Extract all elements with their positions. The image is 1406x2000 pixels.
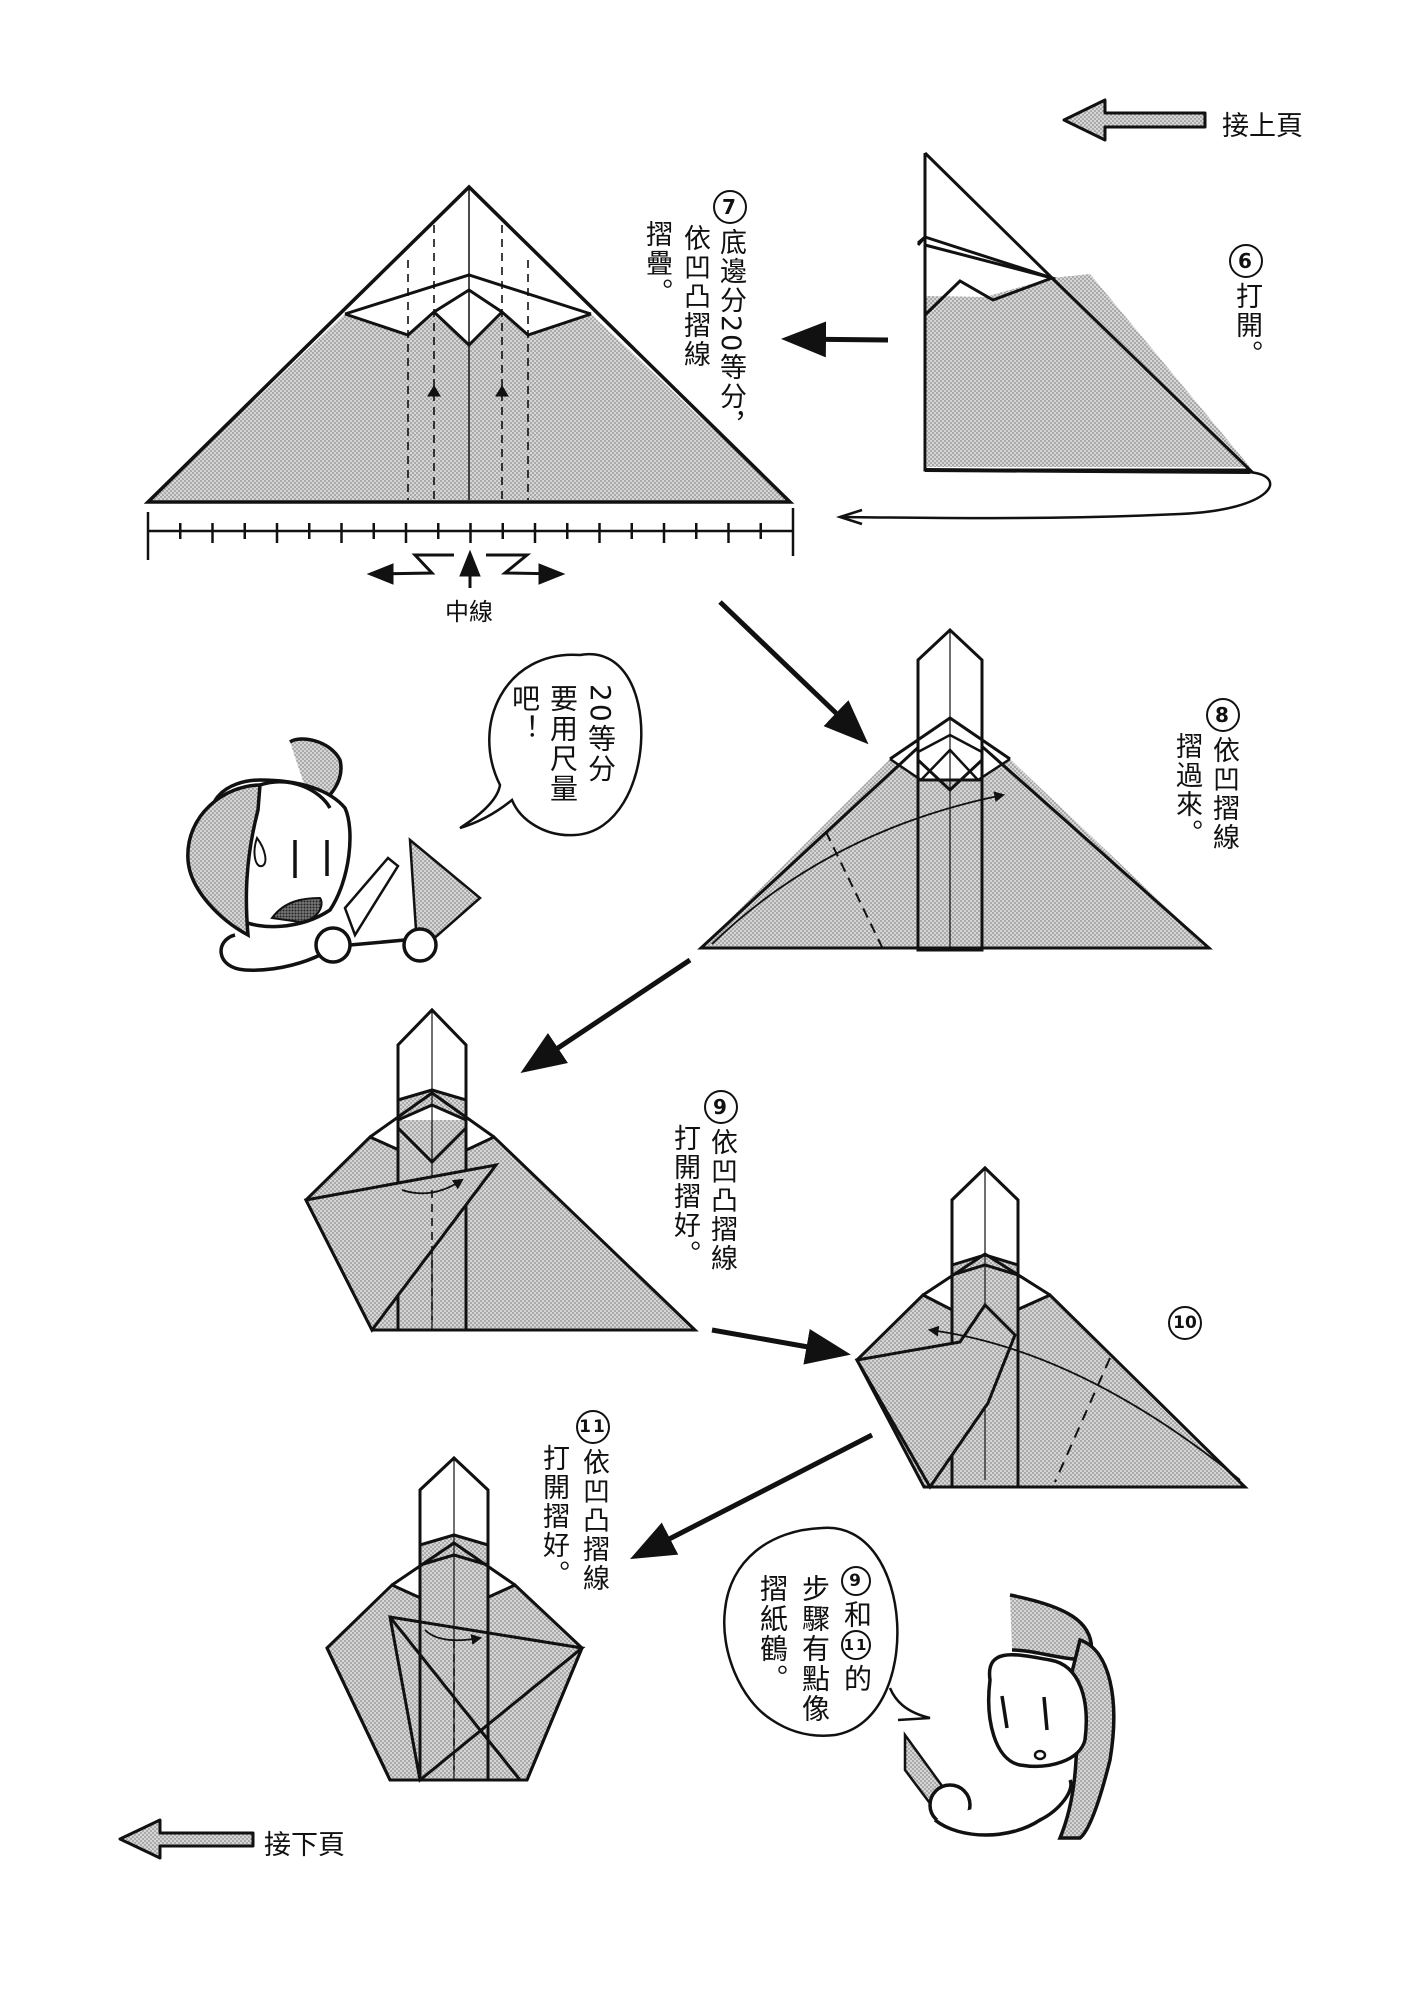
character-with-ruler	[186, 737, 482, 972]
center-line-arrows	[366, 549, 566, 588]
step-number-badge: 7	[713, 190, 747, 224]
character-holding-crane	[903, 1593, 1116, 1840]
step7-text-line1: 底邊分20等分，	[715, 228, 746, 441]
step11-text-line2: 打開摺好。	[538, 1444, 569, 1589]
step10-label: 10	[1168, 1306, 1202, 1344]
step11-label-col1: 11 依凹凸摺線	[575, 1410, 611, 1593]
step8-label-col1: 8 依凹摺線	[1205, 698, 1241, 852]
flow-arrow-8-9	[520, 957, 692, 1073]
bubble1-line1: 20等分	[584, 684, 617, 784]
bubble1-line2: 要用尺量	[546, 684, 579, 804]
step10-diagram	[854, 1165, 1249, 1490]
bubble2-line3: 摺紙鶴。	[756, 1574, 789, 1694]
step7-diagram	[143, 184, 795, 504]
continue-from-prev-label: 接上頁	[1222, 111, 1303, 142]
bubble2-line2: 步驟有點像	[798, 1574, 831, 1724]
step-number-badge: 8	[1206, 698, 1240, 732]
step11-text-line1: 依凹凸摺線	[578, 1448, 609, 1593]
step8-diagram	[697, 627, 1213, 952]
flow-arrow-9-10	[711, 1327, 851, 1365]
speech-bubble-1	[459, 652, 643, 837]
ruler-20-divisions	[146, 508, 795, 560]
flow-arrow-10-11	[629, 1432, 874, 1560]
step-number-badge: 9	[704, 1090, 738, 1124]
center-line-label: 中線	[445, 598, 493, 626]
bubble2-and: 和	[840, 1600, 873, 1630]
flow-arrow-6-7	[781, 321, 889, 358]
step9-text-line1: 依凹凸摺線	[706, 1128, 737, 1273]
continue-next-arrow-icon	[118, 1818, 255, 1860]
step9-diagram	[303, 1007, 699, 1333]
step-number-badge: 6	[1229, 244, 1263, 278]
step-ref-badge: 9	[841, 1566, 871, 1596]
step7-text-line2: 依凹凸摺線	[679, 224, 710, 369]
continue-to-next-label: 接下頁	[264, 1830, 345, 1861]
step11-diagram	[325, 1455, 586, 1783]
continue-prev-arrow-icon	[1062, 98, 1207, 142]
step-number-badge: 11	[576, 1410, 610, 1444]
step6-label: 6 打開。	[1228, 244, 1264, 369]
flow-arrow-7-8	[718, 600, 869, 745]
step7-label-col1: 7 底邊分20等分，	[712, 190, 748, 440]
step6-text: 打開。	[1231, 282, 1262, 369]
step-ref-badge: 11	[841, 1630, 871, 1660]
step6-diagram	[835, 151, 1272, 526]
step9-text-line2: 打開摺好。	[669, 1124, 700, 1269]
step8-text-line2: 摺過來。	[1171, 732, 1202, 848]
step-number-badge: 10	[1168, 1306, 1202, 1340]
step8-text-line1: 依凹摺線	[1208, 736, 1239, 852]
bubble1-line3: 吧！	[508, 684, 541, 744]
bubble2-of: 的	[840, 1664, 873, 1694]
step7-text-line3: 摺疊。	[641, 220, 672, 307]
bubble2-line1: 9 和11 的	[838, 1566, 874, 1694]
step9-label-col1: 9 依凹凸摺線	[703, 1090, 739, 1273]
